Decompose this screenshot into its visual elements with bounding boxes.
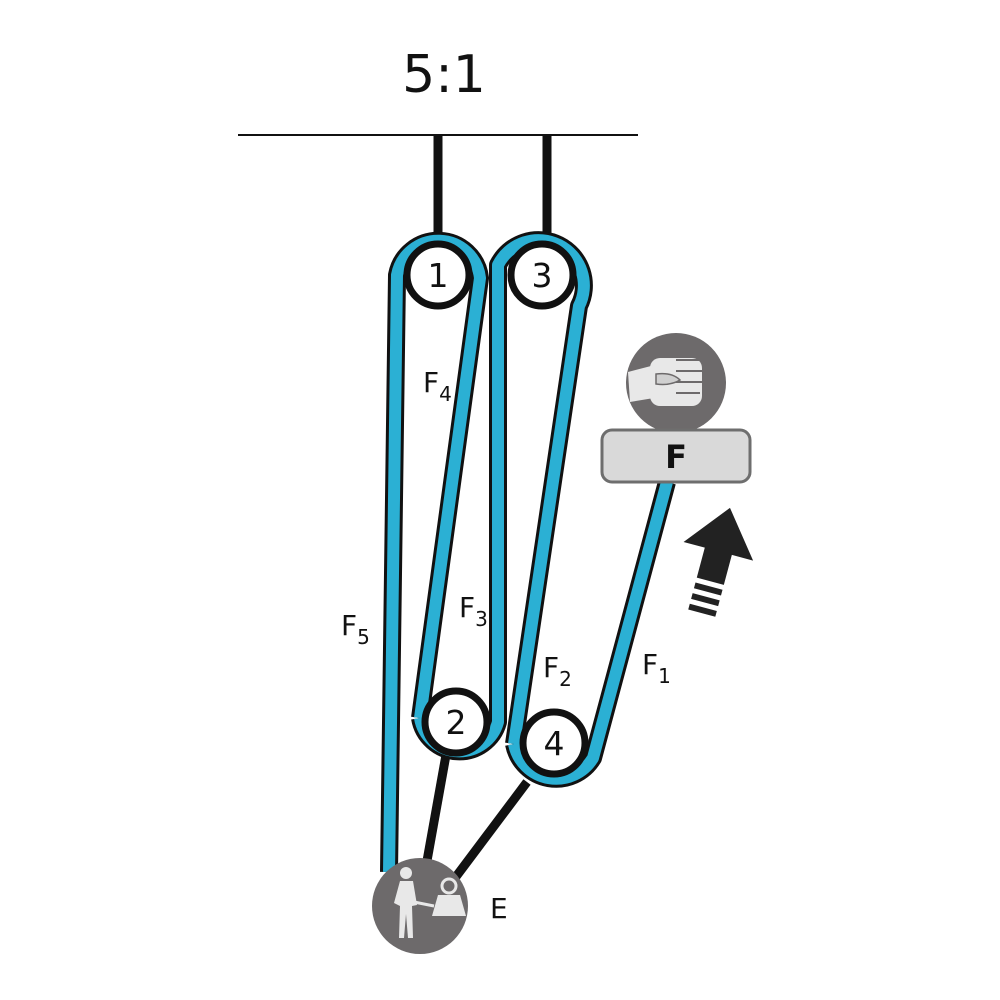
load-strap-2 (420, 754, 451, 873)
pulley-3: 3 (507, 240, 577, 310)
pulley-4-label: 4 (544, 724, 565, 763)
force-label-f3: F3 (459, 591, 488, 631)
pull-force-box: F (600, 428, 752, 484)
pull-force-label: F (665, 438, 687, 476)
pulley-1-label: 1 (428, 256, 449, 295)
fist-hand-icon (626, 333, 726, 433)
force-label-f4: F4 (423, 366, 452, 406)
pulley-2-label: 2 (446, 703, 467, 742)
force-label-f2: F2 (543, 651, 572, 691)
pulley-1: 1 (403, 240, 473, 310)
force-label-f1: F1 (642, 648, 671, 688)
person-and-bag-icon (372, 858, 468, 954)
load-label: E (490, 892, 508, 925)
load-strap-4 (451, 779, 531, 881)
rope-fill-loop-4 (508, 480, 673, 785)
pulley-4: 4 (519, 708, 589, 778)
force-label-f5: F5 (341, 609, 370, 649)
up-arrow-icon (683, 507, 754, 617)
pulley-3-label: 3 (532, 256, 553, 295)
rope-outlines (380, 231, 676, 873)
pulley-2: 2 (421, 687, 491, 757)
ratio-title: 5:1 (402, 45, 486, 105)
